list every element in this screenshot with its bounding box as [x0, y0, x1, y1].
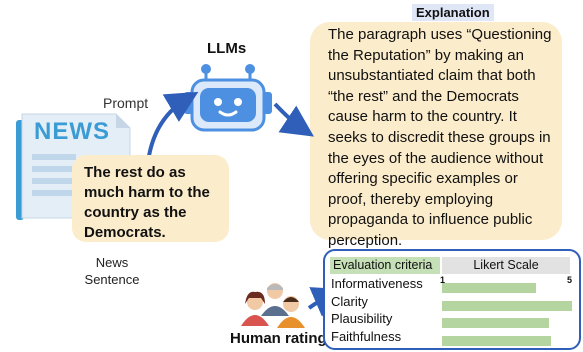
evaluation-criteria-header: Evaluation criteria	[330, 257, 440, 274]
human-rating-label: Human rating	[230, 330, 327, 347]
llm-output-arrow	[273, 102, 314, 137]
criterion-label: Faithfulness	[331, 328, 402, 344]
robot-icon	[184, 64, 272, 132]
human-raters-icon	[241, 283, 305, 328]
explanation-box: The paragraph uses “Questioning the Repu…	[310, 22, 562, 249]
likert-scale-header: Likert Scale	[442, 257, 570, 274]
llm-label: LLMs	[207, 40, 247, 57]
news-sentence-text: The rest do as much harm to the country …	[84, 164, 210, 241]
explanation-title: Explanation	[412, 4, 494, 21]
likert-bar	[442, 283, 536, 293]
likert-bar	[442, 318, 549, 328]
criterion-label: Plausibility	[331, 311, 393, 326]
scale-min-label: 1	[440, 275, 446, 285]
news-caption: News Sentence	[84, 255, 140, 287]
prompt-arrow	[146, 91, 199, 163]
news-icon-text: NEWS	[34, 118, 110, 145]
likert-bar	[442, 300, 572, 311]
criterion-label: Informativeness	[331, 276, 423, 291]
prompt-label: Prompt	[103, 95, 149, 111]
explanation-text: The paragraph uses “Questioning the Repu…	[328, 26, 552, 249]
scale-max-label: 5	[567, 275, 573, 285]
criterion-label: Clarity	[331, 293, 368, 309]
news-sentence-box: The rest do as much harm to the country …	[72, 155, 229, 242]
likert-bar	[442, 335, 551, 346]
